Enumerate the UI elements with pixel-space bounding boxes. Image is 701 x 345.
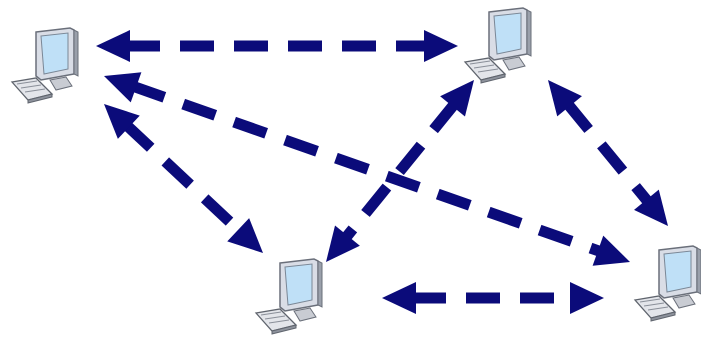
desktop-computer-icon <box>463 7 532 84</box>
desktop-computer-icon <box>10 27 79 104</box>
computer-node-top-left <box>8 24 98 114</box>
arrowhead-bottom-right <box>592 235 630 266</box>
link-top-right-bottom-right <box>562 99 654 207</box>
arrowhead-top-right <box>424 30 458 62</box>
link-top-left-bottom-right <box>130 80 604 258</box>
arrowhead-bottom-left <box>326 225 360 262</box>
arrowhead-top-left <box>104 104 140 139</box>
desktop-computer-icon <box>633 245 701 322</box>
computer-node-top-right <box>461 4 551 94</box>
arrowhead-top-left <box>104 72 142 103</box>
arrowhead-bottom-left <box>382 282 416 314</box>
computer-node-bottom-left <box>252 255 342 345</box>
arrowhead-top-right <box>440 80 474 117</box>
arrowhead-bottom-right <box>634 189 668 226</box>
arrowhead-bottom-right <box>570 282 604 314</box>
computer-node-bottom-right <box>631 242 701 332</box>
link-top-right-bottom-left <box>340 99 460 243</box>
link-top-left-bottom-left <box>122 120 245 237</box>
arrowhead-top-right <box>548 80 582 117</box>
arrowhead-top-left <box>96 30 130 62</box>
desktop-computer-icon <box>254 258 323 335</box>
arrowhead-bottom-left <box>227 218 263 253</box>
